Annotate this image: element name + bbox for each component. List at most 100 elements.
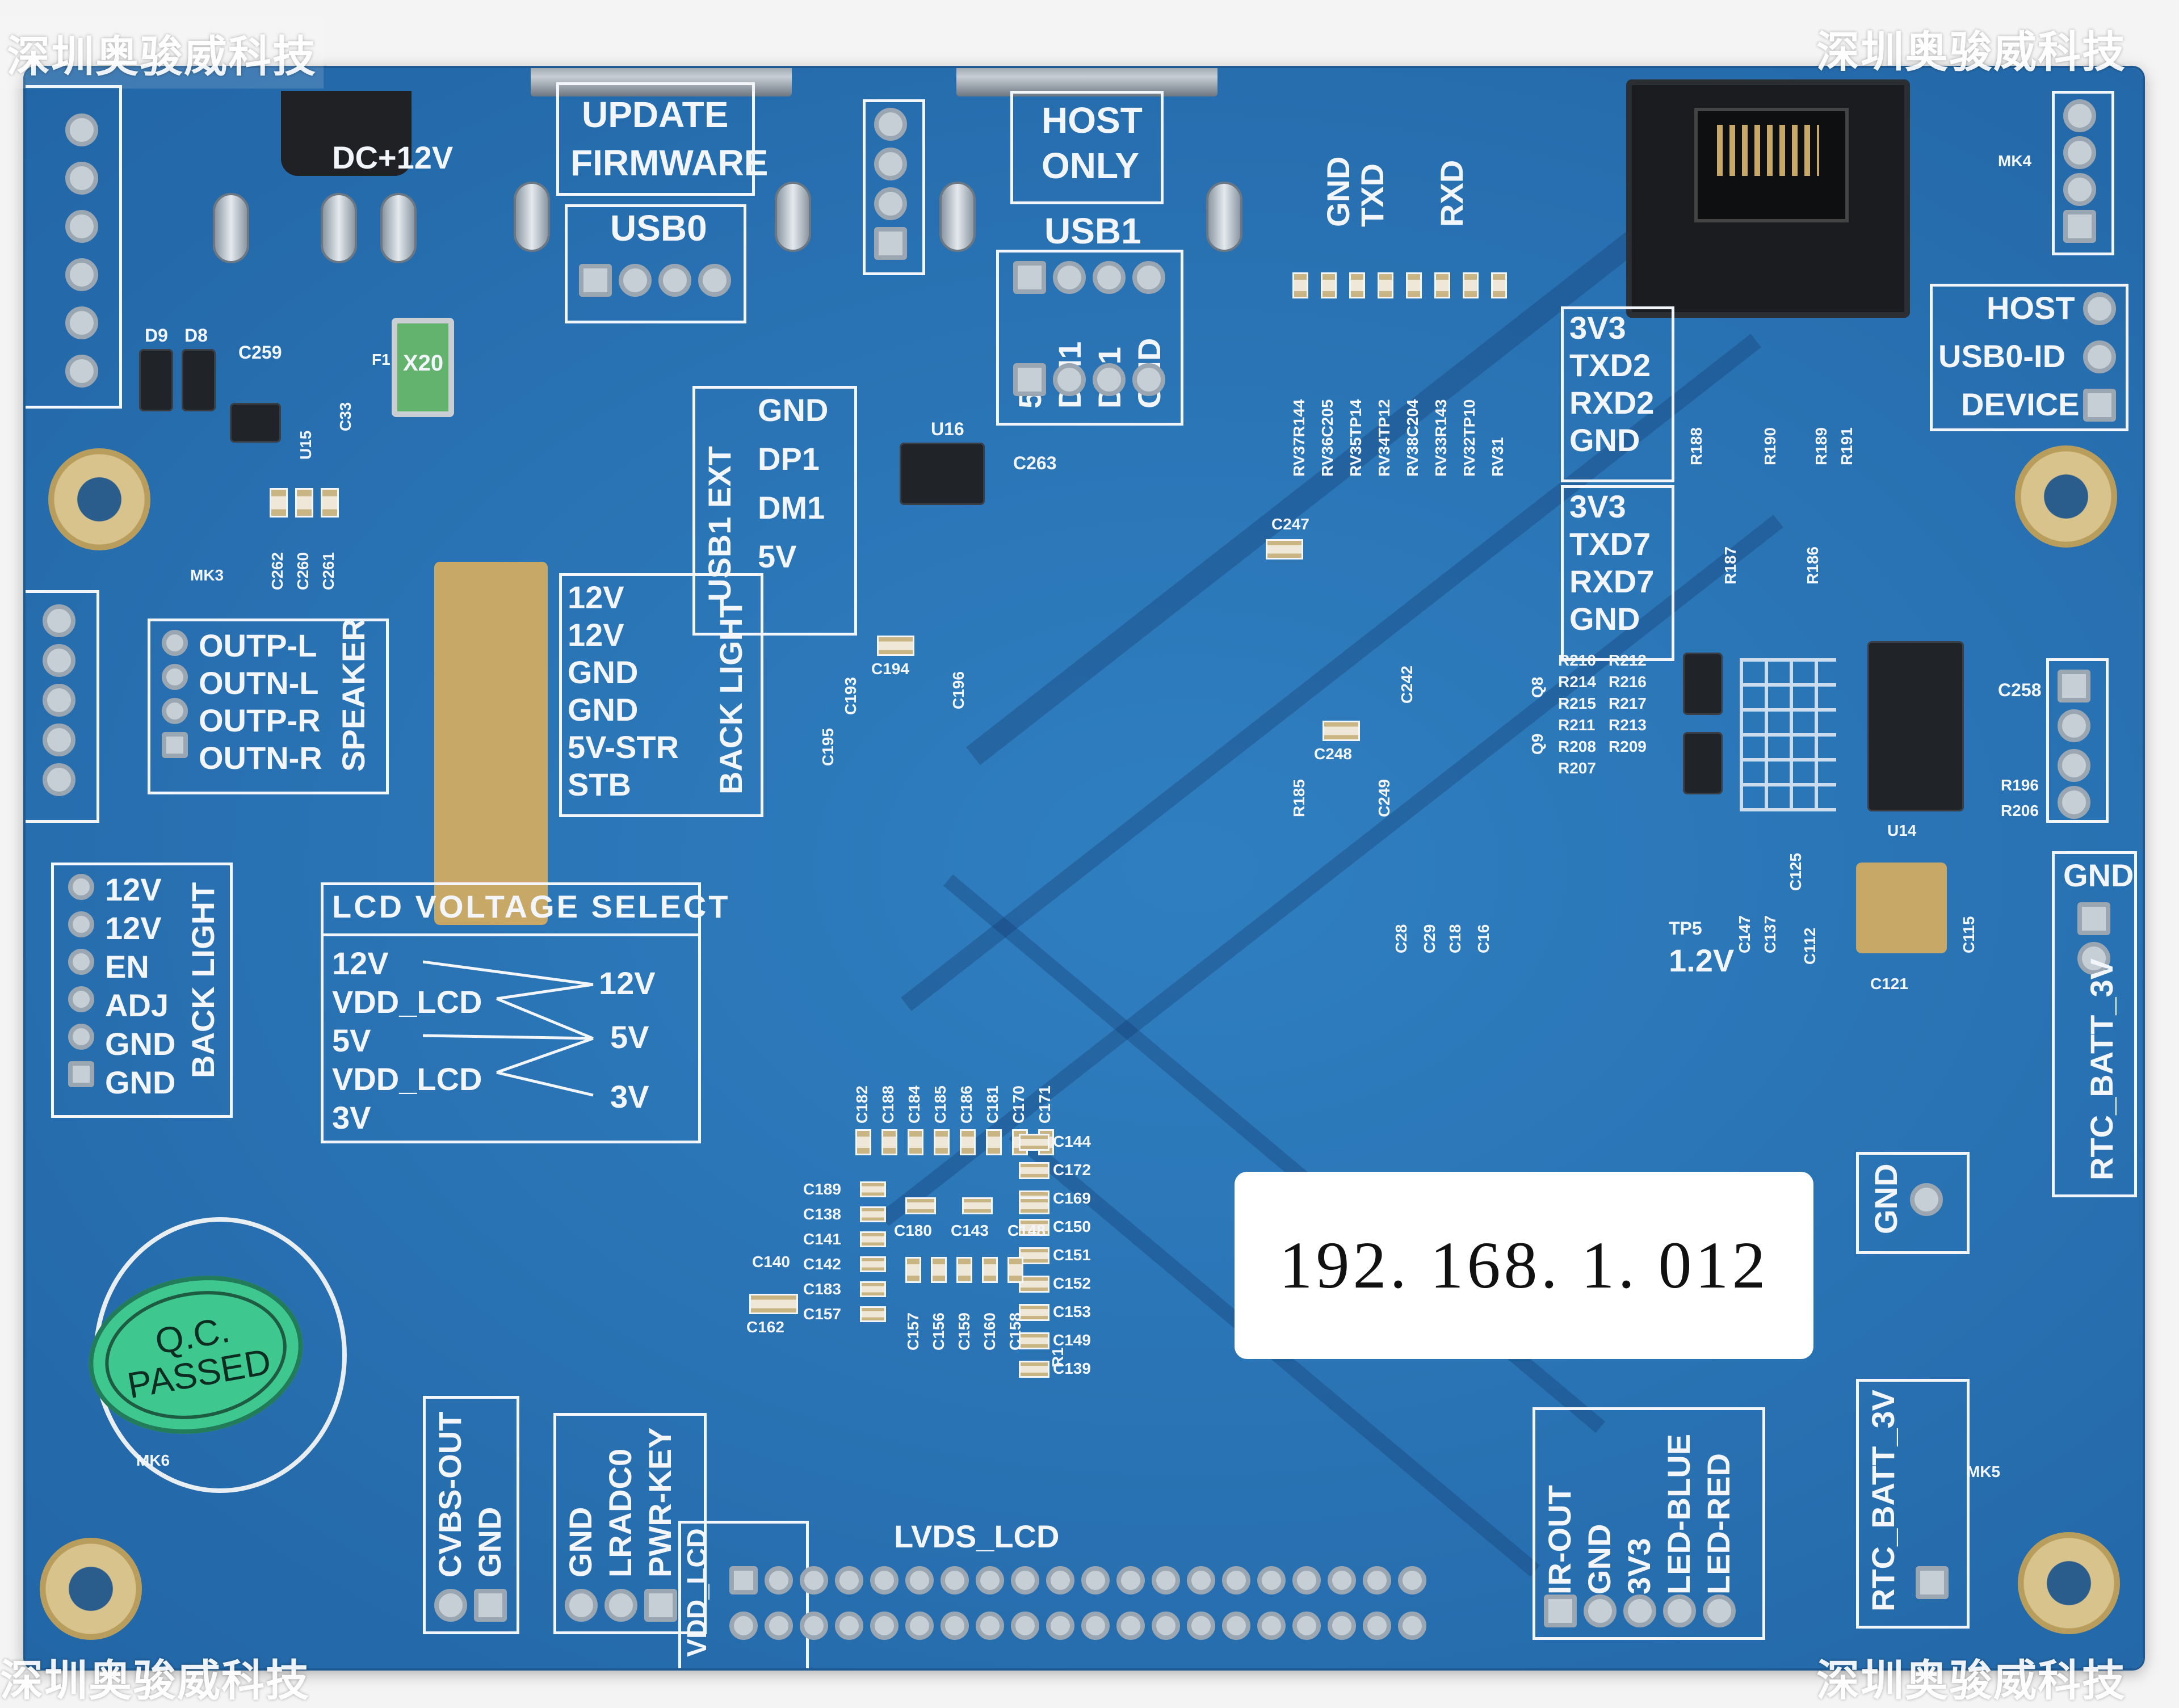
uart2-labels: 3V3 TXD2 RXD2 GND — [1569, 312, 1654, 456]
ref-c262: C262 — [268, 552, 286, 590]
cvbs-box — [423, 1396, 519, 1634]
lcd-right-label: 12V — [599, 965, 656, 1001]
usb1-pin — [1053, 261, 1086, 294]
lvds-pin — [1292, 1612, 1321, 1640]
oval-pad — [213, 193, 249, 263]
oval-pad — [775, 182, 811, 252]
smd — [1019, 1162, 1049, 1179]
lvds-pin — [870, 1612, 899, 1640]
key-label: PWR-KEY — [642, 1427, 678, 1577]
smd — [986, 1129, 1002, 1155]
usb0-label: USB0 — [610, 208, 707, 249]
pin-pad — [65, 306, 98, 339]
rtc-bottom-box — [1856, 1379, 1970, 1629]
gnd-box — [1856, 1152, 1970, 1254]
watermark-bottom-left: 深圳奥骏威科技 — [0, 1655, 310, 1706]
rv-ref-label: RV35TP14 — [1347, 399, 1365, 477]
rv-ref-label: RV33R143 — [1432, 399, 1450, 477]
lvds-pin — [1328, 1566, 1356, 1595]
lvds-pin — [1011, 1566, 1039, 1595]
smd — [1321, 272, 1337, 298]
capacitor-ref-label: C151 — [1053, 1246, 1091, 1264]
header-outline — [2052, 91, 2114, 255]
lvds-pin — [1046, 1566, 1074, 1595]
capacitor-ref-label: C142 — [803, 1255, 841, 1273]
pin-pad — [43, 723, 75, 756]
rtc-pad — [2077, 902, 2110, 935]
update-label: UPDATE — [582, 94, 729, 135]
led-pad — [1703, 1595, 1736, 1627]
ref-r188: R188 — [1687, 427, 1705, 465]
tp5-label: TP5 — [1669, 918, 1702, 939]
smd — [934, 1129, 950, 1155]
lvds-pin — [1257, 1612, 1286, 1640]
speaker-pin-label: OUTP-L — [199, 628, 317, 663]
pin-pad — [874, 148, 907, 180]
smd — [905, 1197, 936, 1214]
uart7-label: GND — [1569, 601, 1640, 637]
capacitor-ref-label: C184 — [905, 1086, 923, 1124]
lcd-left-label: VDD_LCD — [332, 1061, 482, 1097]
uart2-label: RXD2 — [1569, 385, 1655, 420]
usb1-ext-box — [692, 386, 857, 636]
lcd-left-label: 3V — [332, 1100, 371, 1135]
ip-address-label: 192. 168. 1. 012 — [1235, 1172, 1813, 1359]
watermark-top-left: 深圳奥骏威科技 — [0, 17, 324, 89]
ethernet-jack — [1626, 79, 1910, 318]
smd — [1463, 272, 1479, 298]
diode — [139, 349, 173, 411]
smd — [855, 1129, 871, 1155]
smd — [905, 1257, 921, 1283]
smd — [1349, 272, 1365, 298]
ref-c140: C140 — [752, 1253, 790, 1271]
capacitor-ref-label: C160 — [981, 1312, 998, 1351]
ref-c263: C263 — [1013, 453, 1057, 473]
ref-r206: R206 — [2001, 802, 2039, 819]
capacitor-ref-label: C185 — [931, 1086, 949, 1124]
lcd-left-labels: 12V VDD_LCD 5V VDD_LCD 3V — [332, 948, 482, 1134]
resistor-ref-label: R215 — [1558, 695, 1596, 712]
lvds-pin — [870, 1566, 899, 1595]
capacitor-ref-label: C183 — [803, 1280, 841, 1298]
oval-pad — [514, 182, 550, 252]
led-label: IR-OUT — [1542, 1485, 1577, 1595]
watermark-bottom-right: 深圳奥骏威科技 — [1816, 1655, 2126, 1706]
usb1-pin — [1093, 363, 1126, 396]
header-outline — [26, 590, 99, 823]
cvbs-pad — [474, 1589, 507, 1622]
uart2-label: 3V3 — [1569, 310, 1626, 346]
rtc-bottom-pad — [1916, 1566, 1949, 1599]
ref-c162: C162 — [746, 1318, 784, 1336]
lvds-pin — [729, 1566, 758, 1595]
key-label: GND — [562, 1507, 598, 1577]
smd — [860, 1281, 886, 1297]
smd — [1378, 272, 1393, 298]
ref-c247: C247 — [1271, 515, 1309, 533]
u16-chip — [900, 443, 985, 505]
resistor-ref-label: R216 — [1608, 673, 1647, 691]
keys-box — [553, 1413, 707, 1634]
uart7-label: TXD7 — [1569, 526, 1651, 562]
smd — [1019, 1304, 1049, 1321]
usb1-ext-pin-label: GND — [758, 392, 829, 428]
usb1-ext-pin-label: 5V — [758, 539, 797, 574]
uart7-box — [1561, 485, 1674, 661]
smd — [1406, 272, 1422, 298]
smd — [1266, 539, 1303, 559]
ref-r185: R185 — [1290, 779, 1308, 817]
ref-c16: C16 — [1475, 924, 1492, 953]
lvds-pin — [835, 1612, 863, 1640]
mounting-hole — [2018, 1532, 2120, 1634]
backlight-box — [559, 573, 763, 817]
ref-c258: C258 — [1998, 680, 2042, 700]
ref-c196: C196 — [950, 671, 967, 709]
speaker-pad — [162, 630, 188, 656]
usb1-pin — [1093, 261, 1126, 294]
usb1-pin — [1013, 363, 1046, 396]
key-label: LRADC0 — [602, 1448, 638, 1577]
backlight2-pad — [68, 949, 94, 975]
lvds-pin — [1011, 1612, 1039, 1640]
ref-c147: C147 — [1736, 915, 1753, 953]
lcd-select-lines — [423, 960, 594, 1097]
